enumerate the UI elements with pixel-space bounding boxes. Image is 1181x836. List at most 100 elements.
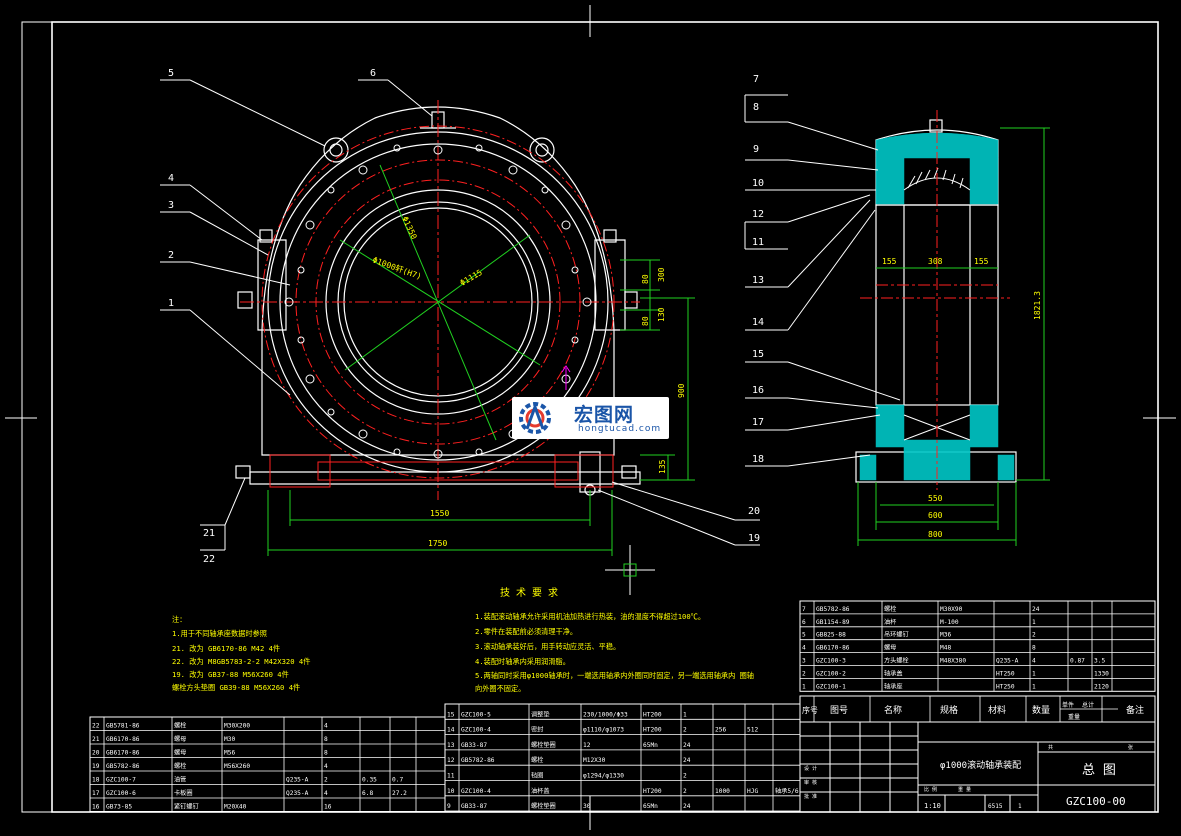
bom-left-cell: 4 (324, 723, 328, 730)
bom-mid-cell: 密封 (531, 726, 543, 734)
bom-left-cell: Q235-A (286, 790, 309, 797)
part-label-20: 20 (748, 506, 760, 517)
bom-left-cell: 螺栓 (174, 722, 186, 730)
bom-right-cell: HT250 (996, 670, 1015, 677)
bom-left-cell: 8 (324, 736, 328, 743)
title-mini-approve: 批 准 (804, 793, 817, 800)
bom-mid-cell: 螺栓 (531, 756, 543, 764)
bom-right-cell: Q235-A (996, 658, 1019, 665)
dim-550: 550 (928, 494, 943, 503)
part-label-4: 4 (168, 173, 174, 184)
part-label-3: 3 (168, 200, 174, 211)
dim-135: 135 (658, 459, 667, 474)
bom-mid-cell: 2 (683, 788, 687, 795)
bom-mid-cell: 螺栓垫圈 (531, 802, 556, 810)
part-label-19: 19 (748, 533, 760, 544)
bom-right-cell: 1 (1032, 683, 1036, 690)
bom-header-cell: 数量 (1032, 704, 1050, 716)
bom-left-cell: Q235-A (286, 777, 309, 784)
bom-mid-cell: 65Mn (643, 742, 658, 749)
title-mini-review: 审 核 (804, 779, 817, 786)
part-label-12: 12 (752, 209, 764, 220)
bom-header-cell: 规格 (940, 704, 958, 716)
bom-mid-cell: 14 (447, 727, 455, 734)
title-mini-total: 共 (1048, 744, 1053, 751)
tech-requirements-title: 技 术 要 求 (500, 586, 558, 599)
tech-line-1: 1.装配滚动轴承允许采用机油加热进行热装，油的温度不得超过100℃。 (475, 612, 705, 621)
title-mini-scale: 比 例 (924, 786, 937, 793)
part-label-5: 5 (168, 68, 174, 79)
title-mini-sheets: 张 (1128, 744, 1133, 751)
bom-mid-cell: GZC100-5 (461, 711, 491, 718)
bom-right-cell: 0.87 (1070, 658, 1085, 665)
bom-right-cell: 1330 (1094, 670, 1109, 677)
bom-mid-cell: GZC100-4 (461, 727, 491, 734)
part-label-1: 1 (168, 298, 174, 309)
bom-mid-cell: 11 (447, 773, 455, 780)
dim-900: 900 (677, 383, 686, 398)
bom-right-cell: 24 (1032, 606, 1040, 613)
tech-line-3: 3.滚动轴承装好后，用手转动应灵活、平稳。 (475, 642, 620, 651)
bom-left-cell: 20 (92, 750, 100, 757)
bom-left-cell: GB73-85 (106, 804, 132, 811)
part-label-18: 18 (752, 454, 764, 465)
bom-header-cell: 材料 (988, 704, 1006, 716)
bom-mid-cell: 256 (715, 727, 726, 734)
bom-mid-cell: 1000 (715, 788, 730, 795)
bom-right-cell: GB1154-89 (816, 619, 850, 626)
bom-mid-cell: GB5782-86 (461, 757, 495, 764)
bom-left-cell: 4 (324, 763, 328, 770)
bom-left-cell: GB6170-86 (106, 736, 140, 743)
bom-right-cell: HT250 (996, 683, 1015, 690)
bom-right-cell: 2 (1032, 632, 1036, 639)
bom-left-cell: 18 (92, 777, 100, 784)
bom-mid-cell: GZC100-4 (461, 788, 491, 795)
dim-80-top: 80 (641, 274, 650, 284)
bom-left-cell: M56X260 (224, 763, 250, 770)
watermark-title: 宏图网 (574, 404, 635, 426)
bom-left-cell: 16 (92, 804, 100, 811)
bom-left-cell: 22 (92, 723, 100, 730)
bom-right-cell: GZC100-1 (816, 683, 846, 690)
bom-right-cell: M-100 (940, 619, 959, 626)
bom-mid-cell: HT200 (643, 711, 662, 718)
part-label-16: 16 (752, 385, 764, 396)
dim-1750: 1750 (428, 539, 447, 548)
tech-line-4: 4.装配时轴承内采用润滑脂。 (475, 657, 570, 666)
bom-left-cell: GB5782-86 (106, 763, 140, 770)
part-label-10: 10 (752, 178, 764, 189)
part-label-22: 22 (203, 554, 215, 565)
bom-left-cell: 0.7 (392, 777, 403, 784)
bom-header-cell: 单件 (1062, 701, 1074, 709)
bom-mid-cell: 9 (447, 803, 451, 810)
tech-line-2: 2.零件在装配前必须清理干净。 (475, 627, 577, 636)
bom-right-cell: 1 (802, 683, 806, 690)
bom-header-cell: 序号 (802, 705, 818, 715)
notes-row-3: 19. 改为 GB37-88 M56X260 4件 (172, 670, 289, 679)
bom-header-cell: 备注 (1126, 704, 1144, 716)
bom-left-cell: M30X200 (224, 723, 250, 730)
part-label-6: 6 (370, 68, 376, 79)
bom-right-cell: GB5782-86 (816, 606, 850, 613)
bom-left-cell: 油管 (174, 776, 186, 784)
dim-155-left: 155 (882, 257, 897, 266)
part-label-2: 2 (168, 250, 174, 261)
bom-left-cell: 卡板圈 (174, 789, 193, 797)
bom-left-cell: 8 (324, 750, 328, 757)
bom-right-cell: 螺母 (884, 644, 896, 652)
bom-header-cell: 重量 (1068, 713, 1080, 721)
dim-308: 308 (928, 257, 943, 266)
bom-mid-cell: HT200 (643, 727, 662, 734)
bom-right-cell: 3 (802, 658, 806, 665)
bom-right-cell: GB825-88 (816, 632, 846, 639)
dim-1550: 1550 (430, 509, 449, 518)
part-label-15: 15 (752, 349, 764, 360)
bom-right-cell: M48X380 (940, 658, 966, 665)
part-label-17: 17 (752, 417, 764, 428)
bom-right-cell: GB6170-86 (816, 645, 850, 652)
bom-left-cell: 2 (324, 777, 328, 784)
title-mini-design: 设 计 (804, 765, 817, 772)
bom-left-cell: GZC100-6 (106, 790, 136, 797)
